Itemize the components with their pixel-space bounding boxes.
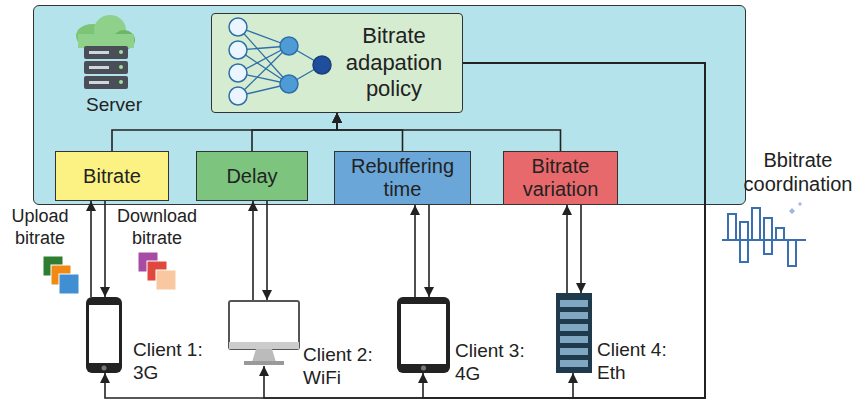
server-label: Server bbox=[79, 94, 149, 116]
client-node: Client 1: 3G bbox=[86, 297, 122, 373]
client-label: Client 1: 3G bbox=[133, 339, 219, 385]
box-label: Bitrate bbox=[83, 165, 141, 188]
box-label: Rebuffering time bbox=[341, 155, 464, 201]
connector-arrow bbox=[264, 63, 705, 398]
connector-arrow bbox=[252, 201, 254, 300]
metric-box: Bitrate variation bbox=[503, 151, 618, 205]
caption-label: Upload bitrate bbox=[3, 206, 77, 249]
phone-icon bbox=[86, 297, 122, 373]
policy-box: Bitrate adapation policy bbox=[211, 13, 463, 113]
connector-arrow bbox=[252, 113, 337, 151]
client-node: Client 4: Eth bbox=[556, 293, 592, 373]
metric-box: Rebuffering time bbox=[334, 151, 471, 205]
connector-arrow bbox=[566, 205, 568, 293]
connector-arrow bbox=[337, 113, 561, 151]
connector-arrow bbox=[423, 63, 705, 398]
box-label: Bitrate variation bbox=[510, 155, 611, 201]
connector-arrow bbox=[414, 205, 416, 297]
connector-arrow bbox=[580, 205, 582, 293]
client-node: Client 2: WiFi bbox=[228, 300, 300, 366]
bar-chart-icon bbox=[722, 202, 806, 266]
client-label: Client 3: 4G bbox=[455, 340, 541, 386]
rack-server-icon bbox=[556, 293, 592, 373]
client-label: Client 2: WiFi bbox=[303, 344, 389, 390]
metric-box: Delay bbox=[196, 151, 308, 201]
download-squares bbox=[138, 252, 176, 290]
connector-arrow bbox=[104, 201, 106, 297]
connector-arrow bbox=[112, 113, 337, 151]
connector-arrow bbox=[428, 205, 430, 297]
connector-arrow bbox=[90, 201, 92, 297]
connector-arrow bbox=[337, 113, 403, 151]
server-panel: Server Bitrate adapation policyBitrate Del… bbox=[33, 5, 746, 205]
caption-label: Download bitrate bbox=[108, 206, 206, 249]
metric-box: Bitrate bbox=[55, 151, 169, 201]
connector-arrow bbox=[105, 63, 705, 398]
upload-squares bbox=[43, 256, 79, 294]
box-label: Delay bbox=[226, 165, 277, 188]
tablet-icon bbox=[397, 297, 450, 373]
client-node: Client 3: 4G bbox=[397, 297, 450, 373]
caption-label: Bbitrate coordination bbox=[736, 148, 860, 196]
connector-arrow bbox=[266, 201, 268, 300]
monitor-icon bbox=[229, 301, 299, 365]
box-label: Bitrate adapation policy bbox=[330, 23, 458, 102]
server-icon bbox=[76, 15, 135, 89]
neural-net-icon bbox=[212, 14, 332, 114]
client-label: Client 4: Eth bbox=[597, 339, 683, 385]
